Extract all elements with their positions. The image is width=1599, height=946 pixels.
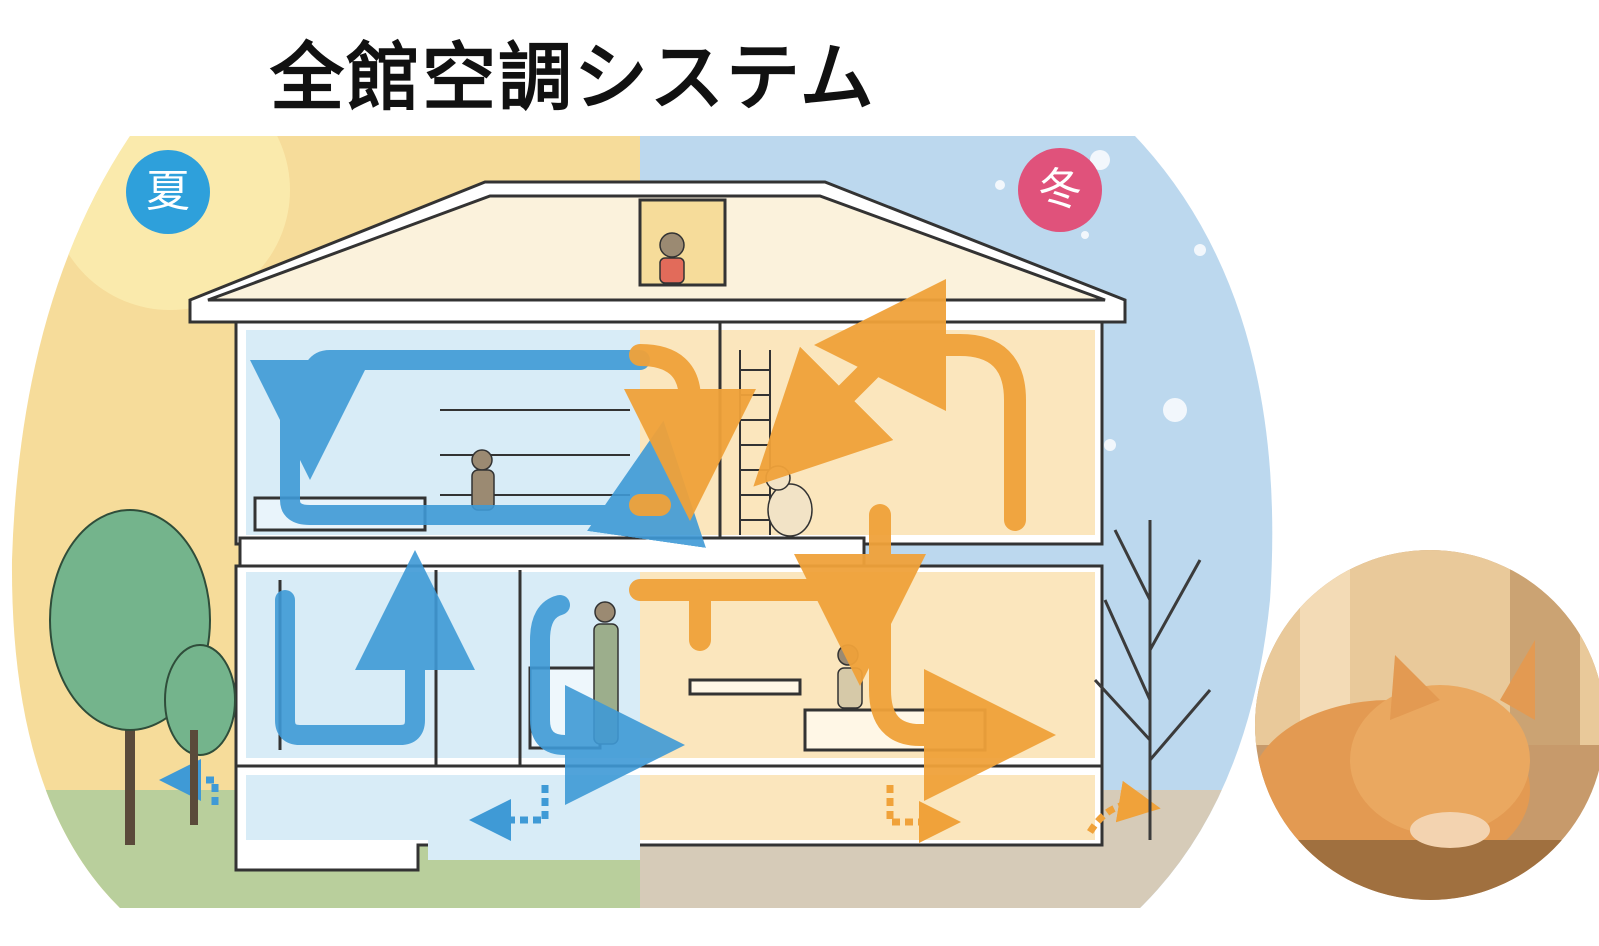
summer-badge: 夏	[126, 150, 210, 234]
snowflakes	[995, 150, 1206, 451]
page-title: 全館空調システム	[270, 35, 876, 121]
cat-photo	[1255, 550, 1599, 900]
bare-tree-icon	[1093, 520, 1212, 840]
warm-airflow	[624, 279, 1056, 801]
cool-exhaust	[159, 759, 549, 841]
winter-badge: 冬	[1018, 148, 1102, 232]
warm-exhaust	[886, 780, 1161, 843]
house	[188, 180, 1127, 872]
dining-table	[688, 678, 802, 696]
tree-icon	[49, 509, 236, 845]
